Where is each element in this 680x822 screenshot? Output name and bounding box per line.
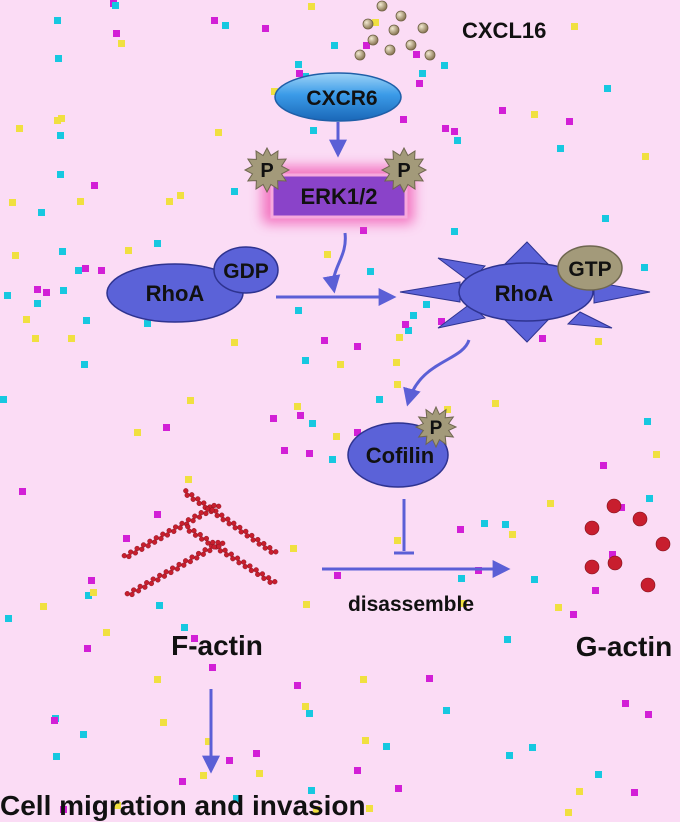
disassemble-label: disassemble [348, 593, 474, 616]
cxcr6-label: CXCR6 [306, 87, 377, 110]
erk-phospho-right-label: P [397, 160, 410, 182]
cofilin-phospho: P [414, 405, 458, 449]
cofilin-inhibition [394, 499, 414, 555]
erk12-kinase: ERK1/2 [262, 166, 414, 224]
gdp-label: GDP [223, 260, 269, 283]
cxcl16-label: CXCL16 [462, 18, 546, 43]
f-actin-filaments [121, 488, 279, 598]
cofilin-protein: Cofilin [347, 422, 449, 488]
cofilin-label: Cofilin [366, 443, 434, 468]
cxcl16-ligand-beads [354, 0, 436, 61]
rhoa-gtp-active: RhoA GTP [399, 241, 651, 343]
erk-phospho-left-label: P [260, 160, 273, 182]
cofilin-phospho-label: P [430, 418, 443, 439]
rhoa-gdp-complex: RhoA GDP [106, 246, 279, 323]
arrow-rhoa-to-cofilin [403, 339, 471, 407]
outcome-label: Cell migration and invasion [0, 790, 366, 821]
f-actin-label: F-actin [171, 630, 263, 661]
erk-phospho-left: P [243, 146, 291, 194]
erk-phospho-right: P [380, 146, 428, 194]
rhoa-inactive-label: RhoA [146, 281, 205, 306]
rhoa-active-label: RhoA [495, 281, 554, 306]
g-actin-monomers [584, 498, 671, 593]
arrow-erk-to-rhoa [322, 232, 347, 294]
background-speckles [0, 0, 660, 816]
gtp-label: GTP [568, 258, 611, 281]
cxcr6-receptor: CXCR6 [274, 72, 402, 122]
g-actin-label: G-actin [576, 631, 672, 662]
erk12-label: ERK1/2 [300, 184, 377, 209]
